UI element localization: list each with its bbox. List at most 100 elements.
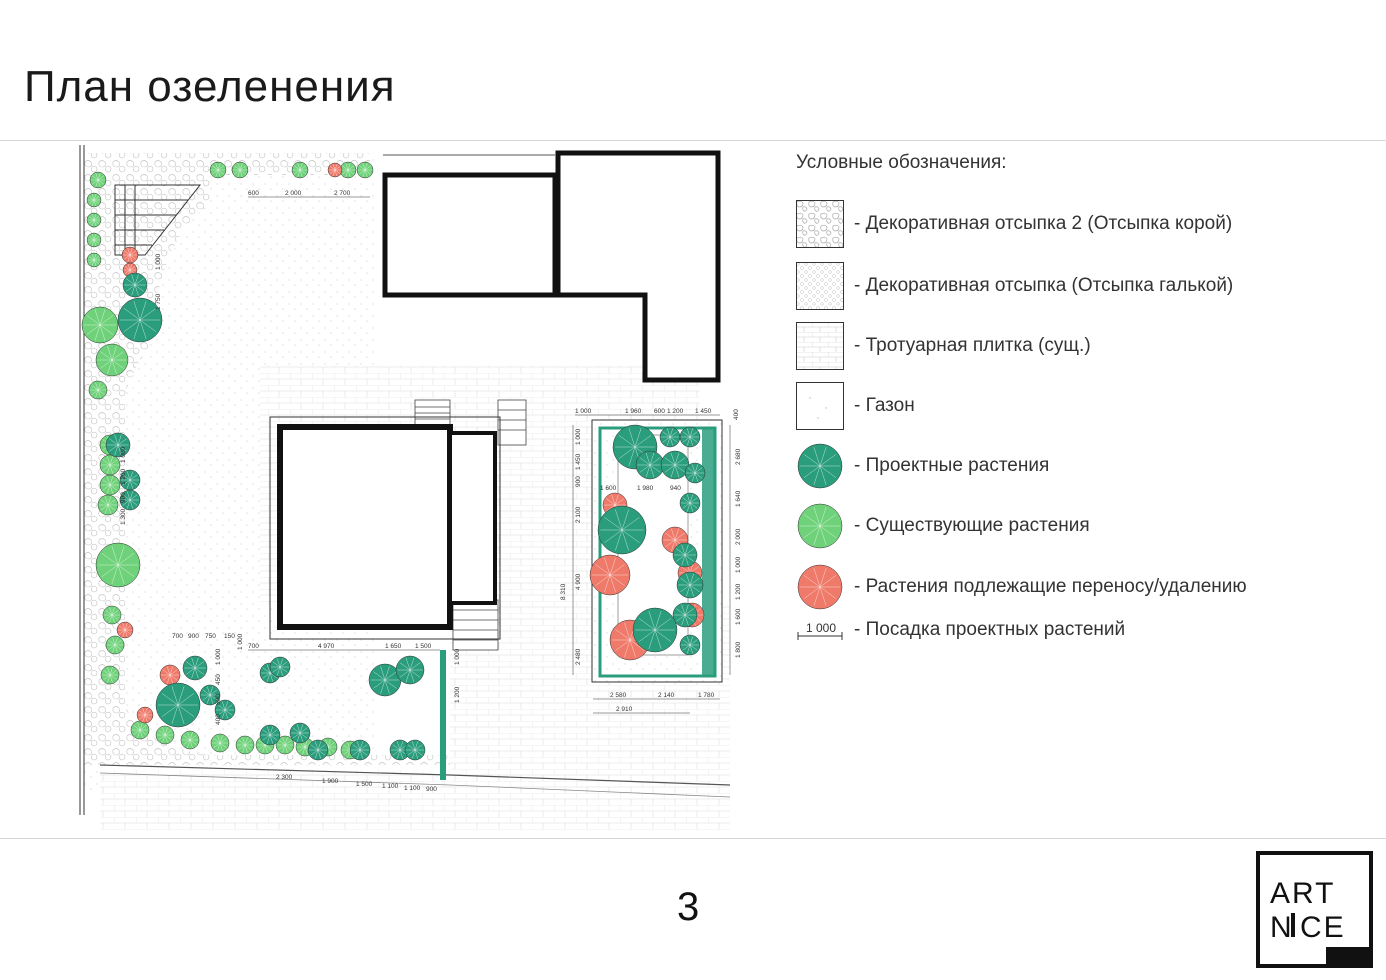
- project-plant: [635, 450, 665, 480]
- legend-label: - Посадка проектных растений: [854, 619, 1126, 640]
- legend-label: - Растения подлежащие переносу/удалению: [854, 576, 1247, 597]
- existing-plant: [86, 212, 102, 228]
- legend-item-existing: - Существующие растения: [796, 502, 1090, 550]
- removed-plant-icon: [796, 563, 844, 611]
- project-plant: [105, 432, 131, 458]
- project-plant: [368, 663, 402, 697]
- existing-plant: [130, 720, 150, 740]
- project-plant: [676, 571, 704, 599]
- project-plant: [117, 297, 163, 343]
- right-bed-edge: [598, 426, 717, 678]
- removal-plant: [121, 246, 139, 264]
- dim-rs-4: 1 000: [735, 556, 742, 573]
- dim-rt-1: 1 000: [575, 408, 592, 415]
- project-plant: [289, 722, 311, 744]
- project-plant: [259, 724, 281, 746]
- tree-symbol: [797, 503, 843, 549]
- dim-left-4: 1 200: [120, 468, 127, 485]
- existing-plant: [86, 192, 102, 208]
- dim-rt-2: 1 960: [625, 408, 642, 415]
- existing-plant: [356, 161, 374, 179]
- tree-symbol: [797, 443, 843, 489]
- existing-plant: [231, 161, 249, 179]
- dim-rl-4: 2 100: [575, 506, 582, 523]
- existing-plant: [180, 730, 200, 750]
- dim-misc-7: 600: [215, 694, 222, 705]
- curb-line: [99, 772, 731, 798]
- dim-rl-7: 2 480: [575, 648, 582, 665]
- dim-ri-3: 940: [670, 485, 681, 492]
- project-plant: [597, 505, 647, 555]
- dim-rl-3: 900: [575, 476, 582, 487]
- pergola: [114, 184, 202, 256]
- existing-plant: [235, 735, 255, 755]
- pebble-border: [84, 153, 470, 765]
- dim-road-1: 2 300: [276, 774, 293, 781]
- boundary-south: [99, 764, 731, 786]
- dim-rs-5: 1 200: [735, 583, 742, 600]
- dim-ri-2: 1 980: [637, 485, 654, 492]
- project-plant: [119, 489, 141, 511]
- dim-rt-4: 1 200: [667, 408, 684, 415]
- legend-label: - Проектные растения: [854, 455, 1050, 476]
- project-plant: [269, 656, 291, 678]
- legend-label: - Декоративная отсыпка (Отсыпка галькой): [854, 275, 1234, 296]
- removal-plant: [327, 162, 343, 178]
- existing-plant: [105, 635, 125, 655]
- existing-plant: [86, 252, 102, 268]
- project-plant: [122, 272, 148, 298]
- project-plants: [105, 272, 706, 761]
- existing-plant: [102, 605, 122, 625]
- dim-rs-3: 2 000: [735, 528, 742, 545]
- existing-plant: [155, 725, 175, 745]
- dimension-value: 1 000: [806, 621, 836, 635]
- existing-plant: [275, 735, 295, 755]
- dim-left-3: 1 000: [120, 446, 127, 463]
- dim-rl-2: 1 450: [575, 453, 582, 470]
- dim-bm-3: 1 500: [415, 643, 432, 650]
- legend-item-pebble: - Декоративная отсыпка (Отсыпка галькой): [796, 262, 1233, 310]
- project-plant: [155, 682, 201, 728]
- bottom-divider: [0, 838, 1386, 839]
- legend: Условные обозначения: - Декоративная отс…: [796, 152, 1356, 640]
- dim-rs-1: 2 680: [735, 448, 742, 465]
- dim-misc-5: 1 000: [237, 633, 244, 650]
- project-plant-icon: [796, 442, 844, 490]
- dim-road-6: 900: [426, 786, 437, 793]
- boundary-west: [79, 145, 85, 815]
- legend-label: - Газон: [854, 395, 915, 416]
- dim-left-5: 900: [120, 492, 127, 503]
- existing-plant: [88, 380, 108, 400]
- dim-road-4: 1 100: [382, 783, 399, 790]
- removal-plant: [589, 554, 631, 596]
- legend-label: - Тротуарная плитка (сущ.): [854, 335, 1091, 356]
- existing-plant: [95, 542, 141, 588]
- project-plant: [672, 542, 698, 568]
- existing-plants: [81, 161, 374, 760]
- removal-plant: [136, 706, 154, 724]
- dim-misc-1: 1 000: [454, 648, 461, 665]
- dimension-icon: 1 000: [796, 616, 844, 644]
- tree-symbol: [797, 564, 843, 610]
- existing-plant: [210, 733, 230, 753]
- dim-left-2: 1 750: [155, 293, 162, 310]
- dim-bm-2: 1 650: [385, 643, 402, 650]
- legend-item-dimension: 1 000 - Посадка проектных растений: [796, 616, 1125, 644]
- existing-plant: [339, 161, 357, 179]
- existing-plant: [89, 171, 107, 189]
- dim-bl-1: 700: [172, 633, 183, 640]
- hedge-strip-south: [440, 650, 446, 780]
- project-plant: [684, 462, 706, 484]
- landscaping-plan: 600 2 000 2 700 1 000 1 750 1 000 1 200 …: [79, 145, 742, 830]
- dim-top-2: 2 000: [285, 190, 302, 197]
- dim-top-1: 600: [248, 190, 259, 197]
- dim-road-5: 1 100: [404, 785, 421, 792]
- existing-plant: [81, 306, 119, 344]
- project-plant: [182, 655, 208, 681]
- building-north-left: [382, 172, 558, 298]
- dim-rt-6: 400: [733, 409, 740, 420]
- existing-plant-icon: [796, 502, 844, 550]
- project-plant: [660, 450, 690, 480]
- dim-misc-2: 1 200: [454, 686, 461, 703]
- pebble-fill-icon: [796, 262, 844, 310]
